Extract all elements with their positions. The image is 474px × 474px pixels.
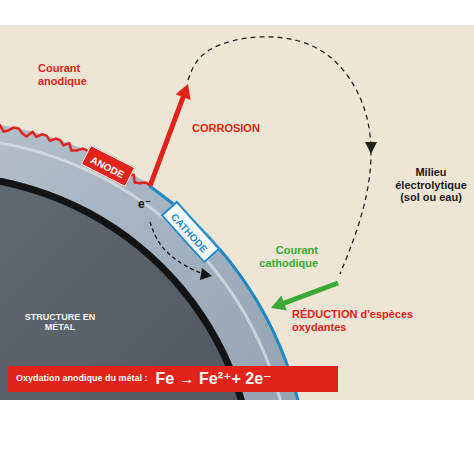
- cathodic-current-arrow: [271, 281, 339, 311]
- reaction-equation: Fe → Fe²⁺+ 2e⁻: [156, 369, 272, 390]
- medium-label: Milieu électrolytique (sol ou eau): [390, 166, 472, 204]
- electron-symbol: e⁻: [138, 198, 158, 212]
- structure-label: STRUCTURE EN MÉTAL: [20, 312, 100, 333]
- current-label: Courant cathodique: [223, 244, 318, 269]
- wall-highlight: [0, 138, 292, 400]
- current-label: Courant anodique: [38, 62, 110, 87]
- reaction-band: Oxydation anodique du métal : Fe → Fe²⁺+ …: [8, 366, 338, 392]
- current-loop: [188, 37, 371, 274]
- process-label: CORROSION: [192, 122, 282, 135]
- loop-arrowhead: [365, 142, 377, 154]
- electron-arrowhead: [200, 268, 212, 280]
- process-label: RÉDUCTION d'espèces oxydantes: [292, 308, 432, 333]
- anodic-current-arrow: [148, 84, 191, 187]
- reaction-caption: Oxydation anodique du métal :: [16, 373, 148, 385]
